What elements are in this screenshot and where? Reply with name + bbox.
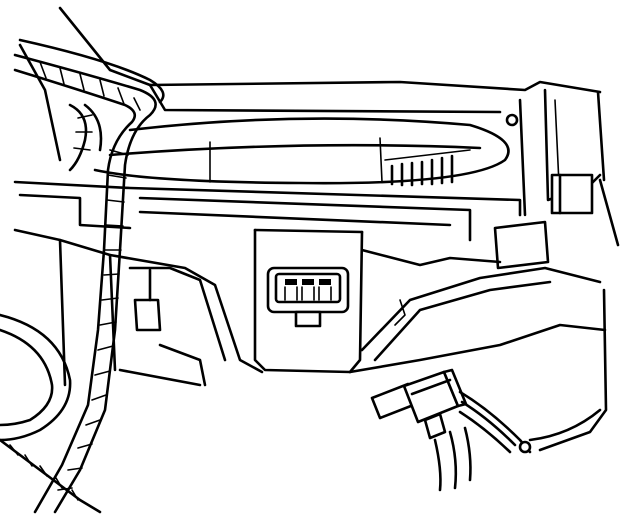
connector-terminal-3 (319, 279, 331, 285)
blower-fan-ring (93, 113, 519, 187)
harness-wire-bundle (433, 390, 602, 492)
connector-terminal-2 (302, 279, 314, 285)
motor-wiring-harness (13, 38, 165, 514)
side-ducting (493, 173, 620, 270)
blower-motor-housing (13, 180, 608, 452)
connector-terminal-1 (285, 279, 297, 285)
lower-left-duct (0, 313, 202, 514)
housing-electrical-connector (266, 266, 350, 328)
motor-harness-connector (370, 368, 468, 440)
